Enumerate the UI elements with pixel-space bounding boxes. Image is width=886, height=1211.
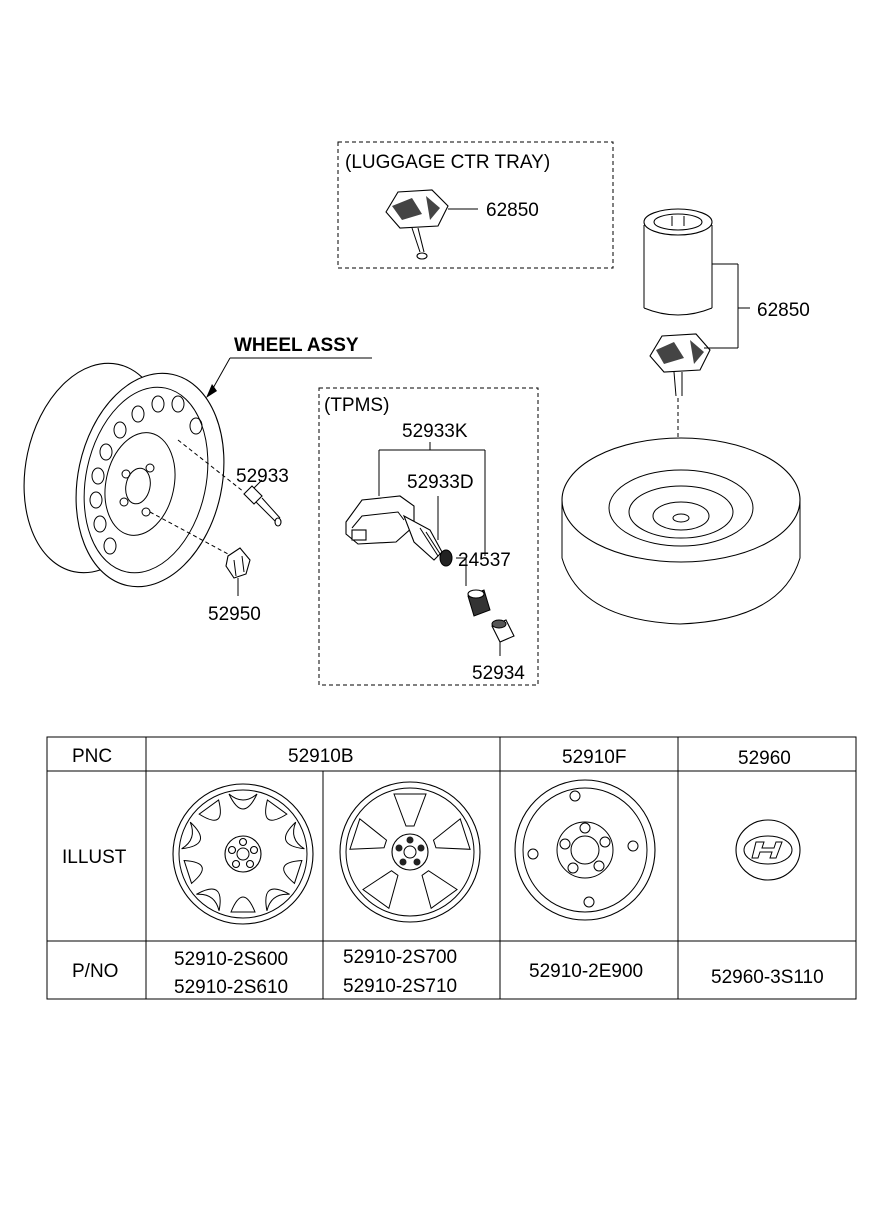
valve-part-number: 52933	[236, 466, 289, 487]
table-pno-alloy1-a: 52910-2S600	[174, 949, 288, 970]
tpms-cap-drawing	[491, 619, 515, 643]
alloy-wheel-1-illustration	[172, 783, 314, 925]
wheel-assy-title: WHEEL ASSY	[234, 335, 359, 356]
parts-table: PNC ILLUST P/NO 52910B 52910F 52960 5291…	[46, 736, 857, 1000]
luggage-tray-box	[337, 141, 614, 269]
tpms-sensor-drawing	[345, 495, 453, 567]
table-row-label-illust: ILLUST	[62, 847, 127, 868]
table-pno-steel: 52910-2E900	[529, 961, 643, 982]
spare-part-number: 62850	[757, 300, 810, 321]
tpms-cap-part-number: 52934	[472, 663, 525, 684]
luggage-tray-title: (LUGGAGE CTR TRAY)	[345, 152, 550, 173]
spare-tire-drawing	[561, 437, 801, 625]
alloy-wheel-2-illustration	[339, 781, 481, 923]
tpms-grommet-part-number: 24537	[458, 550, 511, 571]
table-pno-alloy2-a: 52910-2S700	[343, 947, 457, 968]
table-row-label-pnc: PNC	[72, 746, 112, 767]
spare-holder-cylinder	[643, 208, 713, 316]
nut-part-number: 52950	[208, 604, 261, 625]
wheel-assy-group: WHEEL ASSY	[23, 335, 372, 625]
table-row-label-pno: P/NO	[72, 961, 118, 982]
hub-cap-emblem-illustration	[735, 819, 801, 881]
table-pno-emblem: 52960-3S110	[711, 967, 824, 988]
spare-holddown-bolt-drawing	[649, 333, 711, 397]
wheel-nut-drawing	[225, 547, 251, 579]
table-pnc-emblem: 52960	[738, 748, 791, 769]
steel-wheel-illustration	[514, 779, 656, 921]
tpms-grommet-drawing	[467, 589, 491, 617]
spare-tire-group: 62850	[561, 208, 810, 625]
luggage-holddown-bolt-drawing	[385, 189, 449, 260]
valve-stem-drawing	[243, 485, 282, 527]
tpms-kit-part-number: 52933K	[402, 421, 468, 442]
tpms-sensor-part-number: 52933D	[407, 472, 474, 493]
table-pno-alloy2-b: 52910-2S710	[343, 976, 457, 997]
tpms-box	[318, 387, 539, 686]
tpms-group: (TPMS) 52933K 52933D 24537 52934	[318, 387, 539, 686]
luggage-tray-group: (LUGGAGE CTR TRAY) 62850	[337, 141, 614, 269]
table-pnc-steel: 52910F	[562, 747, 626, 768]
table-pno-alloy1-b: 52910-2S610	[174, 977, 288, 998]
luggage-part-number: 62850	[486, 200, 539, 221]
table-pnc-alloy: 52910B	[288, 746, 354, 767]
tpms-title: (TPMS)	[324, 395, 389, 416]
steel-wheel-drawing	[23, 362, 225, 588]
